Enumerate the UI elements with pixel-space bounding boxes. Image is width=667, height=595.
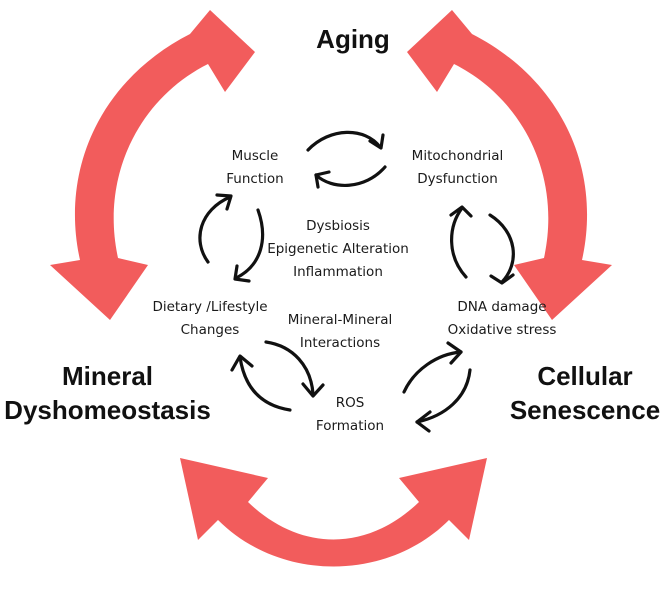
cycle-arrow-diet-muscle-icon (198, 193, 265, 283)
node-muscle-function: Muscle Function (205, 145, 305, 191)
dyshomeostasis-text: Dyshomeostasis (4, 395, 211, 425)
ros-line1: ROS (335, 395, 365, 411)
node-dna-damage-oxidative-stress: DNA damage Oxidative stress (427, 296, 577, 342)
diet-line1: Dietary /Lifestyle (152, 299, 268, 315)
big-arrow-mineral-cellular-icon (180, 458, 487, 567)
center-mineral-interactions: Mineral-Mineral Interactions (270, 309, 410, 355)
mito-line1: Mitochondrial (411, 148, 504, 164)
senescence-text: Senescence (509, 395, 661, 425)
interactions-text: Interactions (299, 335, 381, 351)
small-cycle-arrows-group (198, 130, 515, 433)
corner-label-mineral-dyshomeostasis: Mineral Dyshomeostasis (0, 359, 215, 427)
big-arrow-aging-cellular-icon (407, 10, 612, 320)
big-arrows-group (50, 10, 612, 567)
big-arrow-aging-mineral-icon (50, 10, 255, 320)
aging-text: Aging (316, 24, 390, 54)
epigenetic-alteration-text: Epigenetic Alteration (267, 241, 409, 257)
ros-line2: Formation (315, 418, 385, 434)
corner-label-aging: Aging (303, 22, 403, 56)
center-factors: Dysbiosis Epigenetic Alteration Inflamma… (258, 215, 418, 284)
cycle-arrow-ros-diet-icon (230, 340, 325, 412)
node-dietary-lifestyle-changes: Dietary /Lifestyle Changes (130, 296, 290, 342)
cellular-text: Cellular (537, 361, 633, 391)
cycle-arrow-muscle-mito-icon (306, 130, 387, 189)
corner-label-cellular-senescence: Cellular Senescence (505, 359, 665, 427)
diet-line2: Changes (180, 322, 240, 338)
node-ros-formation: ROS Formation (300, 392, 400, 438)
cycle-arrow-dna-ros-icon (402, 341, 472, 433)
muscle-line2: Function (226, 171, 284, 187)
dna-line1: DNA damage (457, 299, 547, 315)
mito-line2: Dysfunction (417, 171, 498, 187)
muscle-line1: Muscle (231, 148, 279, 164)
mineral-mineral-text: Mineral-Mineral (287, 312, 393, 328)
dysbiosis-text: Dysbiosis (306, 218, 370, 234)
node-mitochondrial-dysfunction: Mitochondrial Dysfunction (395, 145, 520, 191)
mineral-text: Mineral (61, 361, 154, 391)
inflammation-text: Inflammation (293, 264, 383, 280)
cycle-arrow-mito-dna-icon (449, 205, 515, 285)
dna-line2: Oxidative stress (447, 322, 557, 338)
